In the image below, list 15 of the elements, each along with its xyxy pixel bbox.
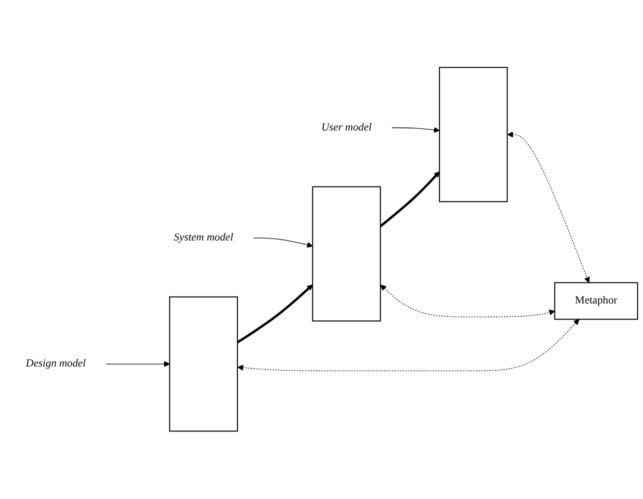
node-box [312,186,381,322]
arrow [507,132,590,284]
arrow [106,361,170,368]
node-text: System model [174,232,234,244]
node-text: Design model [26,358,86,370]
node-box [438,67,508,202]
node-text: User model [321,122,372,134]
node-box [169,296,238,432]
arrow [380,172,440,228]
arrow [392,127,440,134]
arrow [380,284,555,318]
arrow [253,238,313,248]
arrow [237,319,580,372]
node-box: Metaphor [554,282,638,320]
arrow [236,284,313,344]
